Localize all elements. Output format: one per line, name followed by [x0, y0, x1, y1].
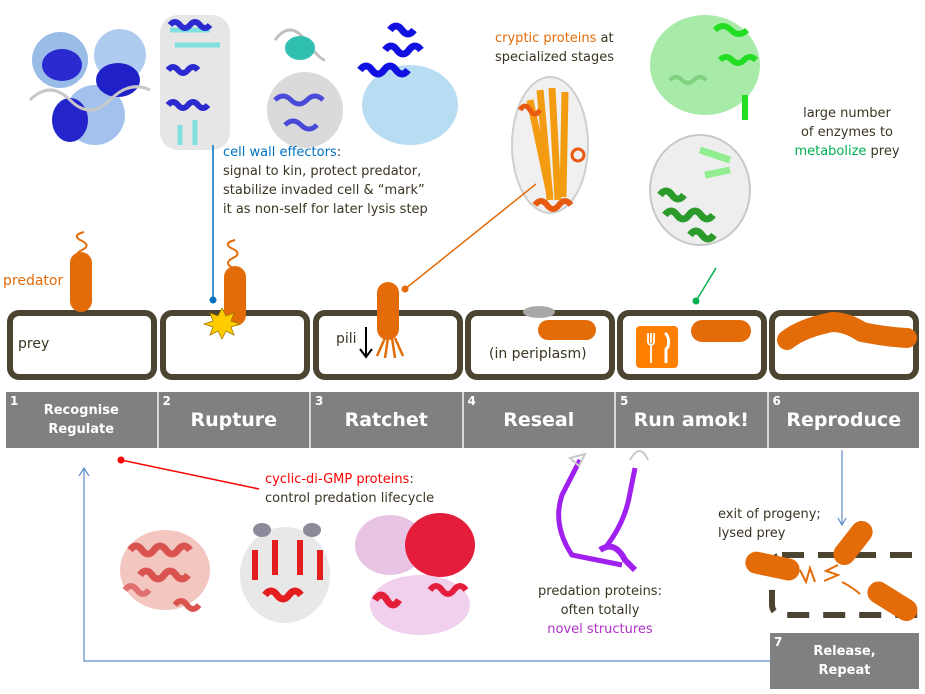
fork-knife-icon [636, 326, 678, 368]
prey-label: prey [18, 336, 50, 352]
protein-structure-effector-4 [357, 22, 458, 145]
cell-wall-effectors-title: cell wall effectors [223, 145, 337, 160]
pointer-enzymes [692, 267, 717, 305]
cell-wall-effectors-line: signal to kin, protect predator, [223, 164, 422, 179]
progeny-bacteria [745, 520, 918, 622]
stage-5: 5 Run amok! [616, 392, 769, 448]
stage-4: 4 Reseal [463, 392, 616, 448]
metabolize-highlight: metabolize [794, 144, 867, 159]
resealed-pore [523, 306, 555, 318]
cryptic-proteins-title: cryptic proteins [495, 31, 597, 46]
annotation-cell-wall-effectors: cell wall effectors: signal to kin, prot… [223, 143, 483, 219]
protein-structure-cdg-1 [120, 530, 210, 612]
stage-3: 3 Ratchet [311, 392, 464, 448]
stage-2: 2 Rupture [158, 392, 311, 448]
cycle-arrow-return [78, 466, 770, 662]
pointer-cell-wall-effectors [209, 145, 217, 304]
stage-bar: 1 Recognise Regulate 2 Rupture 3 Ratchet… [6, 392, 919, 448]
predator-growing [691, 320, 751, 342]
annotation-predation-proteins: predation proteins: often totally novel … [520, 582, 680, 639]
predator-bacterium-stage2 [224, 239, 246, 326]
predator-bacterium-stage1 [70, 231, 92, 312]
protein-structure-predation [556, 450, 649, 573]
rupture-burst-icon [202, 307, 242, 340]
predator-bacterium-stage3 [375, 282, 405, 359]
stage-6: 6 Reproduce [768, 392, 919, 448]
protein-structure-cryptic [511, 76, 589, 214]
cycle-arrow-down [837, 450, 847, 527]
protein-structure-cdg-2 [240, 523, 330, 623]
protein-structure-trimer [28, 29, 151, 145]
protein-structure-enzyme-2 [649, 134, 751, 246]
predator-filament [777, 311, 917, 350]
pili-label: pili [336, 331, 357, 347]
pointer-cryptic [401, 183, 537, 293]
annotation-cryptic-proteins: cryptic proteins at specialized stages [495, 31, 615, 65]
predator-label: predator [3, 273, 64, 289]
exit-progeny-label: exit of progeny; lysed prey [718, 507, 821, 541]
periplasm-label: (in periplasm) [489, 346, 587, 362]
novel-structures-highlight: novel structures [547, 622, 653, 637]
cell-wall-effectors-line: stabilize invaded cell & “mark” [223, 183, 425, 198]
annotation-enzymes: large number of enzymes to metabolize pr… [794, 106, 900, 159]
stage-7: 7 Release, Repeat [770, 633, 919, 689]
annotation-cyclic-di-gmp: cyclic-di-GMP proteins: control predatio… [265, 472, 435, 506]
stage-1: 1 Recognise Regulate [6, 392, 159, 448]
predator-in-periplasm [538, 320, 596, 340]
protein-structure-effector-3 [267, 28, 343, 148]
protein-structure-enzyme-1 [650, 15, 760, 120]
cyclic-di-gmp-title: cyclic-di-GMP proteins [265, 472, 410, 487]
pointer-cyclic [117, 456, 260, 490]
cell-wall-effectors-line: it as non-self for later lysis step [223, 202, 428, 217]
pili-arrow-icon [359, 327, 373, 359]
protein-structure-cdg-3 [355, 513, 475, 635]
protein-structure-effector-2 [160, 15, 230, 150]
